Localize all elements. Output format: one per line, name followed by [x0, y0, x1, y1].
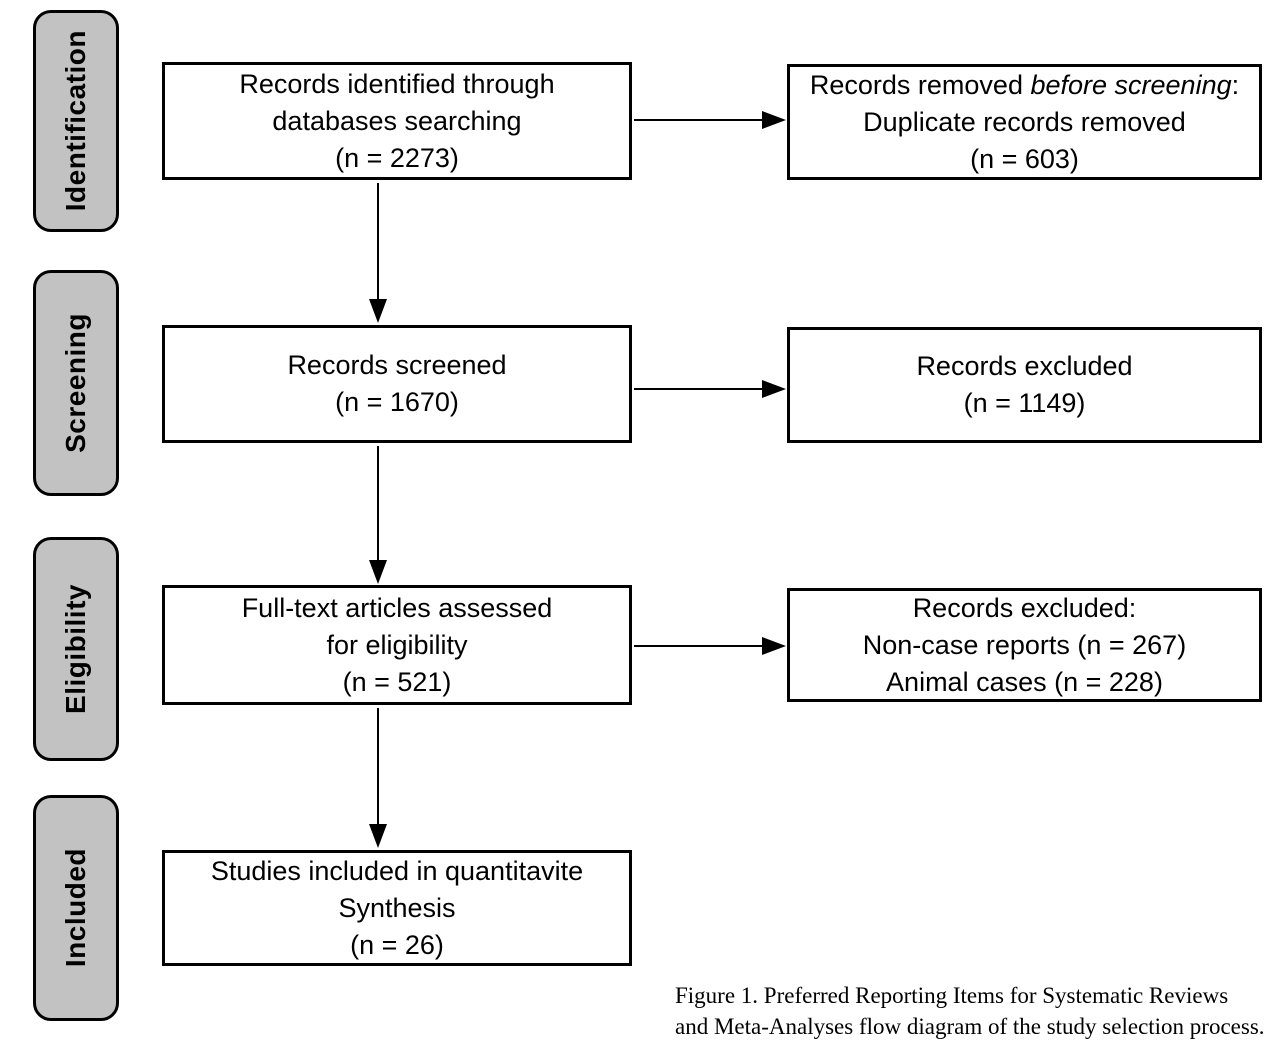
box-text-line: Records excluded:: [912, 592, 1137, 623]
box-text-line: (n = 521): [342, 666, 452, 697]
arrow-identified-to-screened-line: [377, 183, 379, 301]
box-text-italic-segment: before screening: [1030, 69, 1232, 100]
arrow-fulltext-to-included-head-icon: [369, 824, 387, 848]
stage-eligibility: Eligibility: [33, 537, 119, 761]
box-records-excluded: Records excluded (n = 1149): [787, 327, 1262, 443]
box-text-line: (n = 1149): [963, 388, 1086, 418]
arrow-fulltext-to-included-line: [377, 708, 379, 826]
stage-screening-label: Screening: [60, 313, 91, 453]
arrow-identified-to-removed-head-icon: [762, 111, 786, 129]
arrow-screened-to-fulltext-line: [377, 446, 379, 562]
arrow-screened-to-fulltext-head-icon: [369, 560, 387, 584]
arrow-identified-to-removed-line: [634, 119, 764, 121]
box-text-line: Animal cases (n = 228): [886, 666, 1163, 697]
box-text-line: Studies included in quantitavite: [210, 855, 584, 886]
box-fulltext-assessed: Full-text articles assessed for eligibil…: [162, 585, 632, 705]
box-text-line: Records screened: [287, 350, 507, 380]
box-text-segment: Records removed: [809, 69, 1031, 100]
box-text-line: Synthesis: [338, 892, 456, 923]
box-text-line: (n = 1670): [335, 387, 459, 417]
box-records-identified: Records identified through databases sea…: [162, 62, 632, 180]
stage-identification-label: Identification: [60, 30, 91, 212]
stage-included: Included: [33, 795, 119, 1021]
arrow-screened-to-excluded-head-icon: [762, 380, 786, 398]
stage-included-label: Included: [60, 848, 91, 968]
box-text-line: (n = 603): [970, 143, 1079, 174]
figure-caption-line: Figure 1. Preferred Reporting Items for …: [675, 983, 1229, 1008]
box-text-line: Records identified through: [239, 68, 555, 99]
stage-screening: Screening: [33, 270, 119, 496]
figure-caption-line: and Meta-Analyses flow diagram of the st…: [675, 1014, 1265, 1039]
box-text-line: Full-text articles assessed: [241, 592, 553, 623]
box-text-line: Non-case reports (n = 267): [862, 629, 1187, 660]
box-text-line: Duplicate records removed: [863, 106, 1186, 137]
box-text-line: databases searching: [272, 105, 522, 136]
box-text-segment: :: [1231, 69, 1240, 100]
box-text-line: for eligibility: [326, 629, 468, 660]
box-studies-included: Studies included in quantitavite Synthes…: [162, 850, 632, 966]
stage-eligibility-label: Eligibility: [60, 584, 91, 714]
arrow-screened-to-excluded-line: [634, 388, 764, 390]
box-text-line: (n = 2273): [335, 142, 459, 173]
arrow-identified-to-screened-head-icon: [369, 299, 387, 323]
arrow-fulltext-to-excluded-line: [634, 645, 764, 647]
stage-identification: Identification: [33, 10, 119, 232]
figure-caption: Figure 1. Preferred Reporting Items for …: [675, 980, 1285, 1042]
box-text-line: Records removed before screening:: [810, 67, 1239, 104]
arrow-fulltext-to-excluded-head-icon: [762, 637, 786, 655]
box-records-screened: Records screened (n = 1670): [162, 325, 632, 443]
box-records-removed: Records removed before screening: Duplic…: [787, 64, 1262, 180]
box-text-line: (n = 26): [350, 929, 444, 960]
box-records-excluded-reasons: Records excluded: Non-case reports (n = …: [787, 588, 1262, 702]
box-text-line: Records excluded: [916, 351, 1133, 381]
